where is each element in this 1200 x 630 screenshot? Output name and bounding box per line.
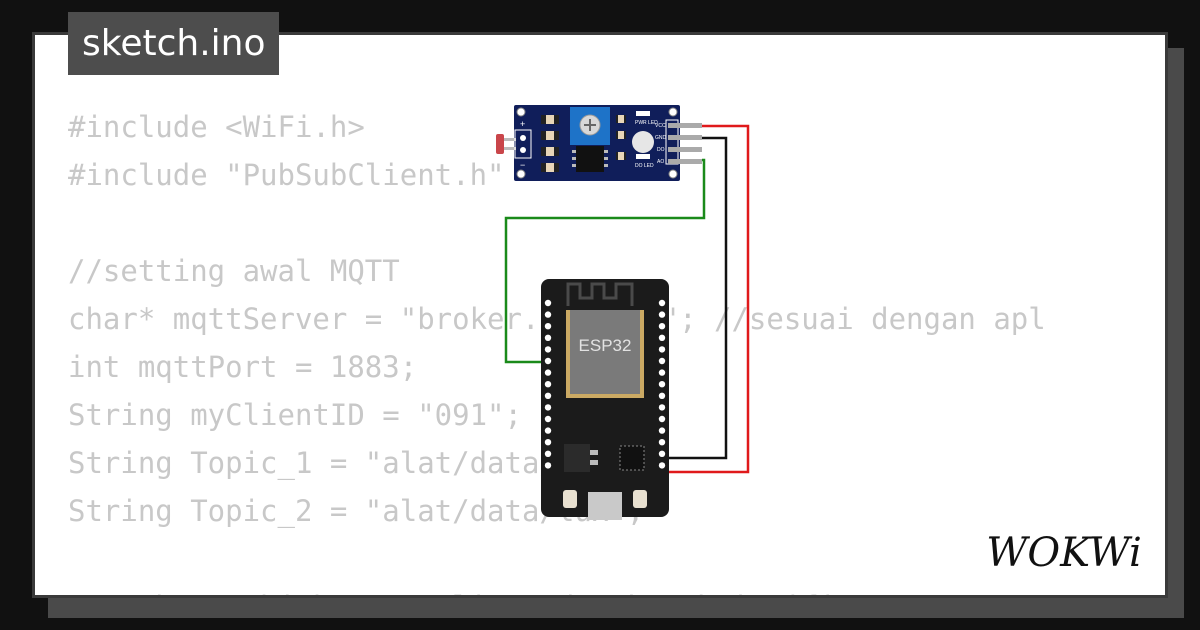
pin-gnd bbox=[668, 135, 702, 140]
esp32-chip-label: ESP32 bbox=[579, 336, 632, 355]
header-pin bbox=[544, 439, 552, 446]
code-line: String myClientID = "091"; bbox=[68, 398, 522, 432]
comparator-chip bbox=[576, 146, 604, 172]
photoresistor bbox=[496, 134, 504, 154]
header-pin bbox=[544, 346, 552, 353]
antenna-trace bbox=[566, 282, 634, 306]
power-plus-label: + bbox=[520, 119, 525, 129]
header-pin bbox=[658, 450, 666, 457]
header-pin bbox=[658, 346, 666, 353]
boot-button bbox=[563, 490, 577, 508]
usb-port bbox=[588, 492, 622, 520]
pin-vcc bbox=[668, 123, 702, 128]
code-line: //setting awal MQTT bbox=[68, 254, 400, 288]
esp32-pins-left bbox=[544, 299, 552, 469]
header-pin bbox=[658, 427, 666, 434]
pwr-led-label: PWR LED bbox=[635, 120, 658, 126]
file-tab-label: sketch.ino bbox=[82, 23, 266, 64]
header-pin bbox=[544, 299, 552, 307]
code-line: #include <WiFi.h> bbox=[68, 110, 365, 144]
header-pin bbox=[658, 415, 666, 423]
file-tab[interactable]: sketch.ino bbox=[68, 12, 280, 75]
header-pin bbox=[544, 450, 552, 457]
header-pin bbox=[658, 439, 666, 446]
voltage-regulator bbox=[564, 444, 590, 472]
header-pin bbox=[658, 462, 666, 469]
led-indicator bbox=[632, 131, 654, 153]
esp32-devkit-board[interactable]: ESP32 bbox=[541, 279, 669, 520]
header-pin bbox=[658, 357, 666, 365]
header-pin bbox=[658, 323, 666, 330]
header-pin bbox=[544, 404, 552, 411]
en-button bbox=[633, 490, 647, 508]
header-pin bbox=[544, 334, 552, 341]
wokwi-logo-text: WOKWi bbox=[986, 530, 1142, 576]
header-pin bbox=[658, 311, 666, 318]
usb-uart-chip bbox=[619, 445, 645, 471]
pin-label-do: DO bbox=[657, 147, 665, 153]
pin-label-vcc: VCC bbox=[655, 123, 666, 129]
code-line: //Membuat objek MQTT client dan koneksi … bbox=[68, 583, 1046, 595]
esp32-chip bbox=[570, 310, 640, 394]
pin-ao bbox=[668, 159, 702, 164]
code-line: #include "PubSubClient.h" bbox=[68, 158, 505, 192]
do-led-label: DO LED bbox=[635, 163, 654, 169]
wokwi-logo: WOKWi bbox=[986, 530, 1142, 576]
header-pin bbox=[544, 323, 552, 330]
header-pin bbox=[658, 334, 666, 341]
wire-vcc[interactable] bbox=[664, 124, 750, 474]
header-pin bbox=[544, 357, 552, 365]
header-pin bbox=[658, 381, 666, 388]
header-pin bbox=[544, 311, 552, 318]
header-pin bbox=[544, 369, 552, 376]
header-pin bbox=[544, 392, 552, 399]
header-pin bbox=[658, 404, 666, 411]
power-minus-label: − bbox=[520, 160, 525, 170]
pin-do bbox=[668, 147, 702, 152]
ldr-sensor-module[interactable]: + − PWR LED DO LED VCC GND DO AO bbox=[496, 105, 702, 181]
header-pin bbox=[658, 369, 666, 376]
header-pin bbox=[544, 427, 552, 434]
code-line: int mqttPort = 1883; bbox=[68, 350, 418, 384]
header-pin bbox=[544, 462, 552, 469]
wire-signal[interactable] bbox=[504, 158, 706, 364]
header-pin bbox=[544, 381, 552, 388]
pin-label-gnd: GND bbox=[655, 135, 667, 141]
header-pin bbox=[544, 415, 552, 423]
header-pin bbox=[658, 392, 666, 399]
pin-label-ao: AO bbox=[657, 159, 664, 165]
header-pin bbox=[658, 299, 666, 307]
wire-gnd[interactable] bbox=[664, 136, 728, 460]
esp32-pins-right bbox=[658, 299, 666, 469]
